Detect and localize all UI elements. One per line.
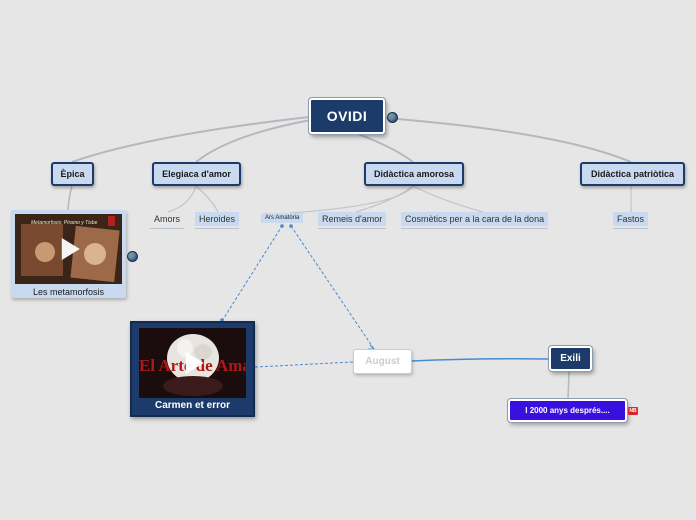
play-icon[interactable] bbox=[61, 238, 80, 260]
note-icon[interactable]: NB bbox=[628, 407, 638, 415]
subtopic-cosmetics[interactable]: Cosmètics per a la cara de la dona bbox=[401, 212, 549, 229]
subtopic-heroides-label: Heroides bbox=[199, 214, 236, 224]
media-caption-metamorfosis: Les metamorfosis bbox=[32, 287, 105, 297]
topic-didactica-patriotica-label: Didàctica patriòtica bbox=[590, 169, 675, 179]
topic-elegiaca[interactable]: Elegiaca d'amor bbox=[152, 162, 241, 186]
media-card-metamorfosis[interactable]: Metamorfosis: Píramo y Tisbe Les metamor… bbox=[11, 210, 126, 298]
topic-august-label: August bbox=[365, 356, 400, 367]
subtopic-ars-amatoria[interactable]: Ars Amatòria bbox=[261, 213, 304, 223]
subtopic-fastos-label: Fastos bbox=[617, 214, 645, 224]
topic-epica[interactable]: Èpica bbox=[51, 162, 94, 186]
topic-elegiaca-label: Elegiaca d'amor bbox=[162, 169, 231, 179]
globe-icon[interactable] bbox=[387, 112, 398, 123]
subtopic-remeis[interactable]: Remeis d'amor bbox=[318, 212, 387, 229]
thumbnail-title: Metamorfosis: Píramo y Tisbe bbox=[31, 220, 98, 226]
topic-exili[interactable]: Exili bbox=[549, 346, 592, 371]
subtopic-amors-label: Amors bbox=[154, 214, 181, 224]
central-topic-ovidi[interactable]: OVIDI bbox=[309, 98, 385, 134]
topic-2000-anys[interactable]: I 2000 anys després.... bbox=[508, 399, 627, 422]
subtopic-amors[interactable]: Amors bbox=[150, 212, 185, 229]
video-thumbnail[interactable]: El Arte de Amar bbox=[139, 328, 246, 398]
subtopic-cosmetics-label: Cosmètics per a la cara de la dona bbox=[405, 214, 545, 224]
central-topic-label: OVIDI bbox=[326, 108, 368, 124]
topic-2000-anys-label: I 2000 anys després.... bbox=[525, 406, 610, 415]
topic-epica-label: Èpica bbox=[60, 169, 85, 179]
media-caption-carmen: Carmen et error bbox=[154, 400, 231, 411]
play-icon[interactable] bbox=[185, 352, 204, 374]
subtopic-fastos[interactable]: Fastos bbox=[613, 212, 649, 229]
subtopic-heroides[interactable]: Heroides bbox=[195, 212, 240, 229]
subtopic-underline bbox=[318, 228, 387, 229]
topic-didactica-amorosa[interactable]: Didàctica amorosa bbox=[364, 162, 464, 186]
subtopic-underline bbox=[150, 228, 185, 229]
media-card-carmen[interactable]: El Arte de Amar Carmen et error bbox=[130, 321, 255, 417]
globe-icon[interactable] bbox=[127, 251, 138, 262]
subtopic-remeis-label: Remeis d'amor bbox=[322, 214, 383, 224]
topic-didactica-patriotica[interactable]: Didàctica patriòtica bbox=[580, 162, 685, 186]
subtopic-ars-amatoria-label: Ars Amatòria bbox=[265, 215, 300, 221]
topic-didactica-amorosa-label: Didàctica amorosa bbox=[373, 169, 455, 179]
topic-august[interactable]: August bbox=[353, 349, 412, 374]
subtopic-underline bbox=[401, 228, 549, 229]
topic-exili-label: Exili bbox=[560, 353, 581, 364]
subtopic-underline bbox=[195, 228, 240, 229]
subtopic-underline bbox=[613, 228, 649, 229]
video-thumbnail[interactable]: Metamorfosis: Píramo y Tisbe bbox=[15, 214, 122, 284]
